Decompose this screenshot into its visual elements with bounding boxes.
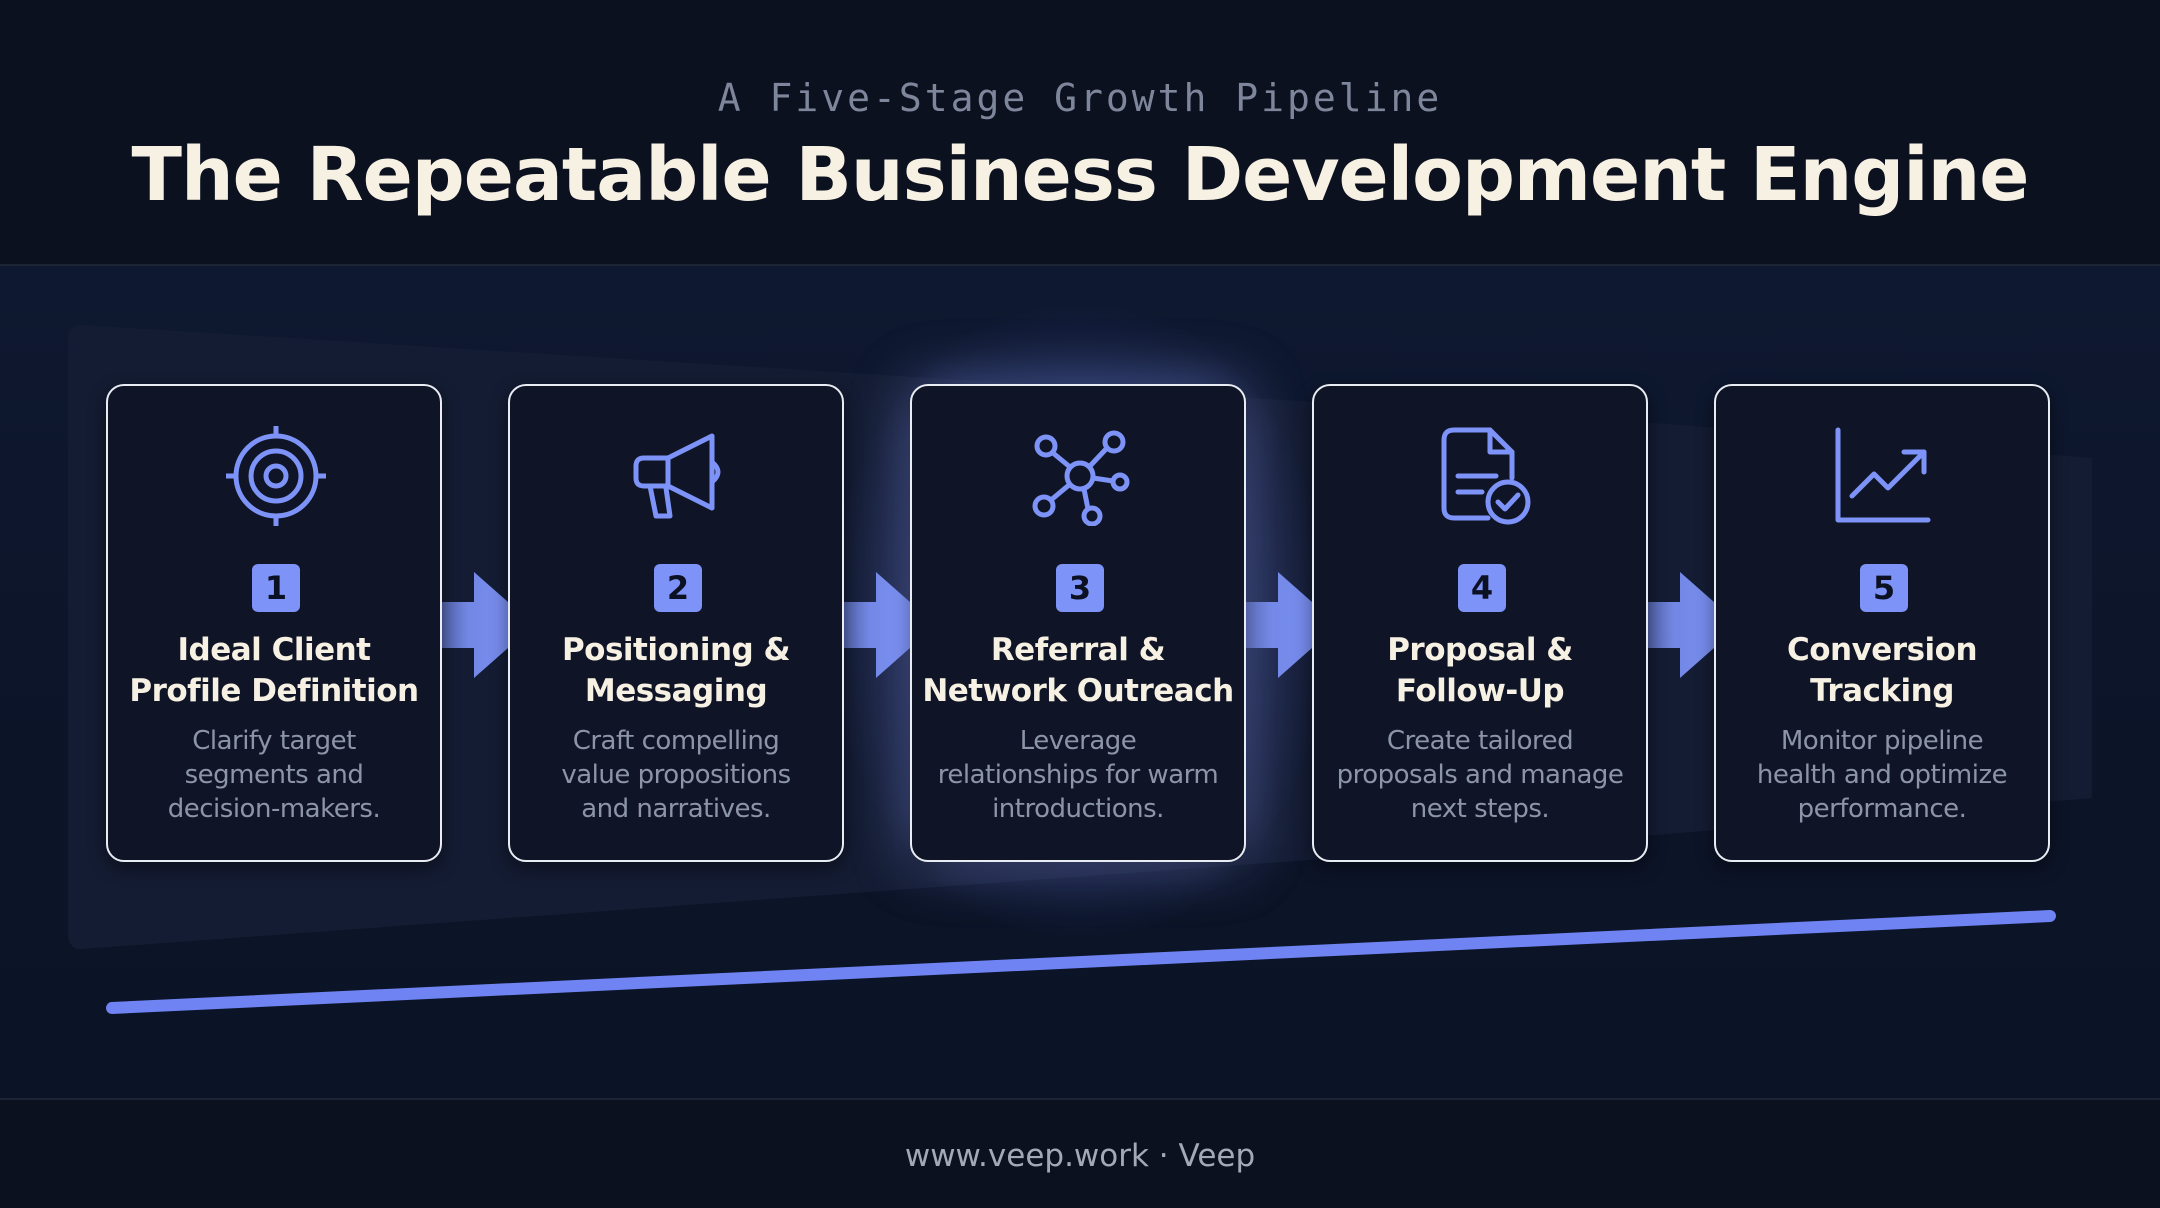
stage-card-2: 2 Positioning & Messaging Craft compelli… xyxy=(508,384,844,862)
stage-description-line: Monitor pipeline xyxy=(1780,726,1984,756)
stage-description-line: relationships for warm xyxy=(937,760,1219,790)
flow-arrow-1 xyxy=(388,570,538,680)
stage-card-3: 3 Referral & Network Outreach Leverage r… xyxy=(910,384,1246,862)
stage-card-4: 4 Proposal & Follow-Up Create tailored p… xyxy=(1312,384,1648,862)
stage-description-line: Leverage xyxy=(1019,726,1137,756)
stage-description-line: Clarify target xyxy=(192,726,356,756)
header: A Five-Stage Growth Pipeline The Repeata… xyxy=(0,0,2160,266)
stage-title: Referral & Network Outreach xyxy=(920,630,1236,712)
stage-description-line: performance. xyxy=(1797,794,1967,824)
stage-description: Create tailored proposals and manage nex… xyxy=(1324,724,1636,826)
stage-title-line: Ideal Client xyxy=(177,632,371,668)
stage-number-badge: 5 xyxy=(1860,564,1908,612)
chart-trend-icon xyxy=(1834,426,1934,526)
stage-description-line: health and optimize xyxy=(1756,760,2008,790)
stage-title-line: Conversion xyxy=(1786,632,1978,668)
document-check-icon xyxy=(1432,426,1532,526)
stage-description-line: Create tailored xyxy=(1386,726,1574,756)
stage-title: Conversion Tracking xyxy=(1724,630,2040,712)
stage-number-badge: 2 xyxy=(654,564,702,612)
stage-title-line: Network Outreach xyxy=(922,673,1234,709)
stage-description-line: and narratives. xyxy=(581,794,771,824)
stage-title-line: Profile Definition xyxy=(129,673,419,709)
stage-title-line: Tracking xyxy=(1810,673,1954,709)
flow-arrow-4 xyxy=(1594,570,1744,680)
stage-description-line: next steps. xyxy=(1410,794,1550,824)
target-icon xyxy=(226,426,326,526)
stage-title: Proposal & Follow-Up xyxy=(1322,630,1638,712)
stage-description-line: segments and xyxy=(184,760,364,790)
stage-card-5: 5 Conversion Tracking Monitor pipeline h… xyxy=(1714,384,2050,862)
footer-credit: www.veep.work · Veep xyxy=(904,1138,1256,1174)
footer: www.veep.work · Veep xyxy=(0,1098,2160,1208)
stage-description: Leverage relationships for warm introduc… xyxy=(922,724,1234,826)
stage-title: Ideal Client Profile Definition xyxy=(116,630,432,712)
stage-number-badge: 4 xyxy=(1458,564,1506,612)
stage-card-1: 1 Ideal Client Profile Definition Clarif… xyxy=(106,384,442,862)
stage-title-line: Proposal & xyxy=(1387,632,1573,668)
stage-title-line: Referral & xyxy=(990,632,1166,668)
stage-description: Clarify target segments and decision-mak… xyxy=(118,724,430,826)
stage-description: Craft compelling value propositions and … xyxy=(520,724,832,826)
eyebrow-subtitle: A Five-Stage Growth Pipeline xyxy=(717,76,1443,120)
page-title: The Repeatable Business Development Engi… xyxy=(131,132,2030,218)
stage-number-badge: 3 xyxy=(1056,564,1104,612)
stage-title: Positioning & Messaging xyxy=(518,630,834,712)
stage-title-line: Follow-Up xyxy=(1395,673,1565,709)
network-icon xyxy=(1030,426,1130,526)
stage-description-line: introductions. xyxy=(992,794,1164,824)
stage-number-badge: 1 xyxy=(252,564,300,612)
flow-arrow-2 xyxy=(790,570,940,680)
stage-title-line: Messaging xyxy=(584,673,768,709)
stage-description-line: proposals and manage xyxy=(1336,760,1624,790)
stage-description-line: decision-makers. xyxy=(167,794,381,824)
megaphone-icon xyxy=(628,426,728,526)
stage-description-line: value propositions xyxy=(561,760,791,790)
flow-arrow-3 xyxy=(1192,570,1342,680)
stage-description-line: Craft compelling xyxy=(572,726,780,756)
stage-title-line: Positioning & xyxy=(561,632,791,668)
stage-description: Monitor pipeline health and optimize per… xyxy=(1726,724,2038,826)
